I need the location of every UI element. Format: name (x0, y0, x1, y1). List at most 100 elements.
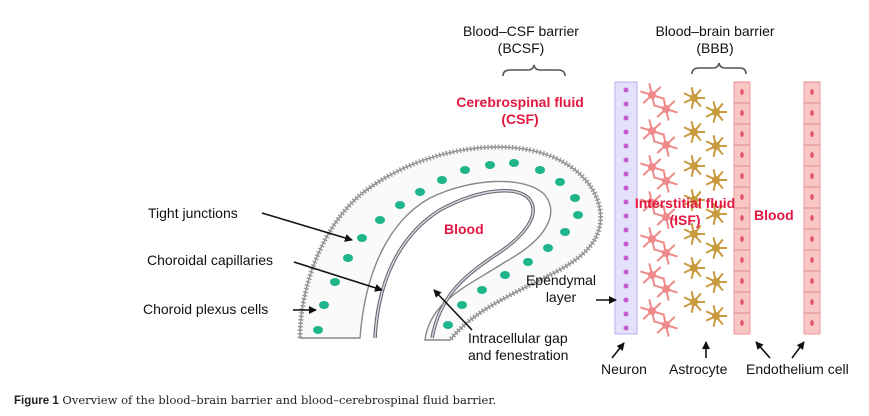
nucleus-icon (375, 216, 385, 224)
intracellular-gap-label: Intracellular gap and fenestration (468, 330, 568, 364)
nucleus-icon (437, 176, 447, 184)
neuron-cell-icon (654, 313, 678, 337)
bbb-title-text: Blood–brain barrier (655, 23, 775, 39)
arrow-choroidal-capillaries (293, 261, 383, 292)
neuron-cells (640, 83, 678, 337)
endothelial-nucleus-icon (740, 194, 744, 200)
neuron-nucleus-icon (623, 325, 629, 331)
endothelial-nucleus-icon (810, 194, 814, 200)
astrocyte-icon (683, 155, 705, 177)
endothelium-right (803, 81, 821, 335)
endothelial-nucleus-icon (740, 89, 744, 95)
arrow-endothelium-right (791, 341, 805, 359)
nucleus-icon (443, 321, 453, 329)
isf-label-line2: (ISF) (669, 212, 701, 228)
caption-label: Figure 1 (14, 395, 59, 407)
epithelial-nuclei (313, 159, 583, 334)
endothelial-nucleus-icon (810, 89, 814, 95)
neuron-label: Neuron (601, 361, 647, 377)
nucleus-icon (477, 286, 487, 294)
bbb-abbr: (BBB) (696, 40, 734, 56)
nucleus-icon (460, 166, 470, 174)
neuron-nucleus-icon (623, 213, 629, 219)
csf-label-line1: Cerebrospinal fluid (456, 94, 584, 110)
nucleus-icon (509, 159, 519, 167)
endothelial-nucleus-icon (740, 131, 744, 137)
neuron-cell-icon (654, 241, 678, 265)
endothelial-nucleus-icon (740, 320, 744, 326)
neuron-cell-icon (640, 191, 664, 215)
endothelium-label: Endothelium cell (746, 361, 849, 377)
astrocyte-icon (705, 305, 727, 327)
neuron-nucleus-icon (623, 199, 629, 205)
tight-junctions-label: Tight junctions (148, 205, 238, 221)
neuron-nucleus-icon (623, 269, 629, 275)
gap-line1: Intracellular gap (468, 330, 568, 346)
endothelial-nucleus-icon (810, 110, 814, 116)
caption-text: Overview of the blood–brain barrier and … (62, 393, 497, 407)
bcsf-title-text: Blood–CSF barrier (463, 23, 579, 39)
endothelial-nucleus-icon (740, 215, 744, 221)
nucleus-icon (357, 234, 367, 242)
csf-label-line2: (CSF) (501, 111, 539, 127)
neuron-nucleus-icon (623, 129, 629, 135)
endothelial-nucleus-icon (740, 278, 744, 284)
neuron-cell-icon (654, 133, 678, 157)
isf-label-line1: Interstitial fluid (634, 195, 736, 211)
astrocyte-icon (683, 121, 705, 143)
neuron-cell-icon (654, 277, 678, 301)
astrocyte-icon (683, 291, 705, 313)
choroid-plexus (297, 144, 604, 342)
ependymal-line1: Ependymal (525, 272, 597, 288)
nucleus-icon (573, 211, 583, 219)
nucleus-icon (523, 258, 533, 266)
bcsf-abbr: (BCSF) (497, 40, 545, 56)
ependymal-label: Ependymal layer (515, 272, 607, 306)
nucleus-icon (543, 244, 553, 252)
endothelial-nucleus-icon (740, 299, 744, 305)
isf-label: Interstitial fluid (ISF) (620, 195, 750, 229)
epithelium-outer-band (299, 146, 602, 341)
astrocyte-icon (705, 271, 727, 293)
astrocytes (683, 87, 727, 327)
choroidal-capillaries-label: Choroidal capillaries (147, 252, 274, 268)
astrocyte-icon (705, 203, 727, 225)
neuron-cell-icon (640, 227, 664, 251)
neuron-cell-icon (640, 263, 664, 287)
choroid-plexus-cells-label: Choroid plexus cells (143, 301, 269, 317)
neuron-nucleus-icon (623, 143, 629, 149)
blood-vessel-label: Blood (754, 207, 794, 223)
csf-label: Cerebrospinal fluid (CSF) (430, 94, 610, 128)
nucleus-icon (500, 271, 510, 279)
arrow-endothelium-left (755, 341, 771, 359)
endothelial-nucleus-icon (810, 236, 814, 242)
arrow-intracellular-gap (433, 289, 473, 331)
neuron-cell-icon (640, 155, 664, 179)
astrocyte-icon (683, 87, 705, 109)
neuron-nucleus-icon (623, 157, 629, 163)
bbb-brace (691, 62, 747, 75)
neuron-nucleus-icon (623, 101, 629, 107)
neuron-nucleus-icon (623, 241, 629, 247)
neuron-cell-icon (640, 83, 664, 107)
endothelial-nucleus-icon (740, 236, 744, 242)
bcsf-title: Blood–CSF barrier (BCSF) (446, 23, 596, 57)
nucleus-icon (457, 301, 467, 309)
nucleus-icon (395, 201, 405, 209)
nucleus-icon (485, 161, 495, 169)
astrocyte-icon (705, 101, 727, 123)
neuron-nucleus-icon (623, 227, 629, 233)
neuron-nucleus-icon (623, 171, 629, 177)
endothelial-nucleus-icon (810, 299, 814, 305)
neuron-nucleus-icon (623, 115, 629, 121)
astrocyte-icon (683, 257, 705, 279)
blood-choroid-label: Blood (444, 221, 484, 237)
neuron-nucleus-icon (623, 87, 629, 93)
microvilli-outer (297, 144, 604, 342)
neuron-cell-icon (640, 299, 664, 323)
astrocyte-label: Astrocyte (669, 361, 728, 377)
nucleus-icon (343, 254, 353, 262)
astrocyte-icon (705, 237, 727, 259)
neuron-nucleus-icon (623, 255, 629, 261)
